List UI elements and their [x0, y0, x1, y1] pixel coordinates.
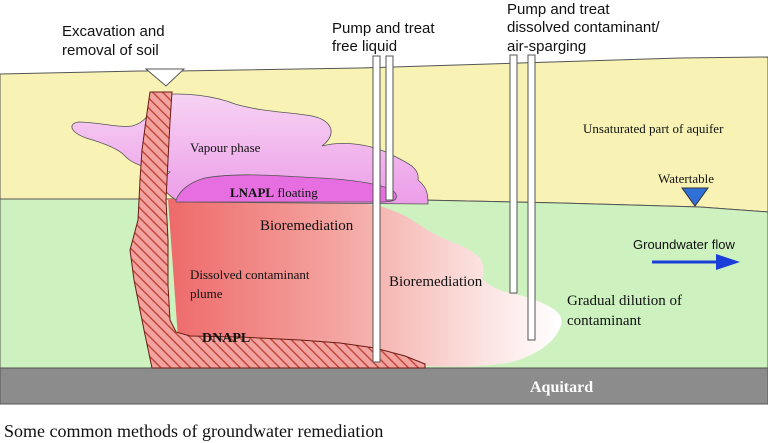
label-pump-dissolved-2: dissolved contaminant/ — [507, 19, 660, 36]
dissolved-plume — [168, 198, 562, 367]
label-pump-free-1: Pump and treat — [332, 20, 435, 37]
label-lnapl-rest: floating — [274, 185, 318, 200]
label-watertable: Watertable — [658, 171, 714, 186]
watertable-marker-icon — [681, 187, 709, 207]
label-bioremediation-1: Bioremediation — [260, 218, 354, 234]
aquitard-layer — [0, 367, 768, 405]
well-dissolved-1 — [509, 54, 518, 294]
well-dissolved-2 — [527, 54, 536, 341]
well-free-liquid-2 — [385, 55, 394, 201]
label-dissolved-plume-1: Dissolved contaminant — [190, 267, 310, 282]
label-dissolved-plume-2: plume — [190, 286, 223, 301]
label-dnapl: DNAPL — [202, 331, 250, 346]
label-excavation-1: Excavation and — [62, 23, 165, 40]
label-lnapl-bold: LNAPL — [230, 185, 274, 200]
label-pump-free-2: free liquid — [332, 38, 397, 55]
label-excavation-2: removal of soil — [62, 42, 159, 59]
label-pump-dissolved-3: air-sparging — [507, 38, 586, 55]
label-aquitard: Aquitard — [530, 379, 593, 396]
lnapl-lens — [175, 174, 397, 203]
caption: Some common methods of groundwater remed… — [4, 421, 383, 441]
well-free-liquid-1 — [372, 55, 381, 363]
label-lnapl: LNAPL floating — [230, 185, 318, 200]
label-pump-dissolved-1: Pump and treat — [507, 1, 610, 18]
label-gradual-dilution-2: contaminant — [567, 313, 642, 329]
label-vapour-phase: Vapour phase — [190, 140, 261, 155]
dnapl-zone — [129, 91, 426, 369]
groundwater-flow-arrow-icon — [652, 254, 740, 270]
label-groundwater-flow: Groundwater flow — [633, 237, 735, 252]
label-unsaturated: Unsaturated part of aquifer — [583, 121, 724, 136]
label-gradual-dilution-1: Gradual dilution of — [567, 293, 682, 309]
excavation-pit — [144, 68, 186, 87]
label-bioremediation-2: Bioremediation — [389, 274, 483, 290]
